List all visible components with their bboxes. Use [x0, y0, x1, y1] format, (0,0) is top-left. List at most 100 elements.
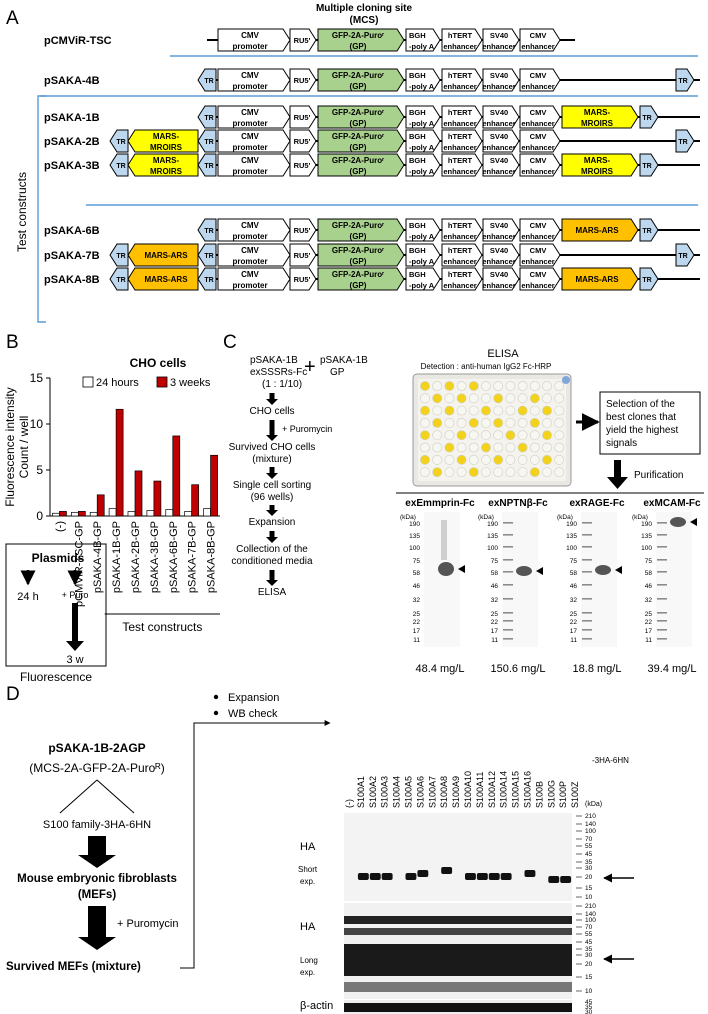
panel-c: C pSAKA-1B exSSSRs-Fc + pSAKA-1B GP (1 :… [223, 332, 704, 675]
well [517, 430, 528, 441]
kda-marker-label: 70 [585, 836, 593, 843]
element-label: enhancer [482, 167, 515, 176]
element-label: enhancer [443, 257, 476, 266]
sv40-element [482, 129, 520, 153]
element-label: enhancer [521, 281, 554, 290]
marker-label: 58 [413, 570, 421, 577]
cmv-enhancer-element [519, 129, 561, 153]
element-label: RU5' [294, 226, 311, 235]
element-label: SV40 [490, 270, 508, 279]
element-label: TR [642, 277, 651, 284]
well [493, 430, 504, 441]
legend-label: 24 hours [96, 377, 139, 389]
bar-3w [191, 484, 200, 517]
ru5-element [289, 68, 317, 92]
mars-ars-element [127, 243, 199, 267]
kda-marker-label: 45 [585, 999, 593, 1006]
marker-label: 75 [491, 558, 499, 565]
element-label: (GP) [350, 281, 367, 290]
marker-label: 32 [645, 597, 653, 604]
plus-sign: + [304, 356, 316, 378]
element-label: enhancer [482, 257, 515, 266]
well-positive [468, 417, 479, 428]
well [481, 381, 491, 391]
marker-label: 190 [641, 521, 652, 528]
element-label: CMV [241, 221, 259, 230]
lane-label: S100A4 [392, 776, 402, 808]
well-positive [456, 393, 467, 404]
well-positive [481, 405, 491, 416]
yield-label: 48.4 mg/L [416, 663, 465, 675]
flow-step: (96 wells) [251, 492, 294, 503]
ru5-element [289, 105, 317, 129]
element-label: -poly A [409, 119, 435, 128]
band-arrowhead-icon [536, 567, 543, 575]
kda-marker-label: 45 [585, 939, 593, 946]
marker-label: 75 [645, 558, 653, 565]
element-label: enhancer [482, 281, 515, 290]
arrow-shaft [614, 460, 621, 478]
element-label: (GP) [350, 232, 367, 241]
element-label: RU5' [294, 113, 311, 122]
ladder-band [503, 638, 513, 640]
purification-label: Purification [634, 470, 683, 481]
cells-abbr: (MEFs) [78, 889, 117, 901]
htert-element [441, 129, 483, 153]
element-label: GFP-2A-Puroʳ [332, 246, 384, 255]
htert-element [441, 267, 483, 291]
ladder-band [503, 571, 513, 573]
marker-label: 11 [491, 637, 498, 644]
bar-24h [165, 509, 174, 517]
actin-band [344, 1003, 572, 1012]
element-label: CMV [530, 31, 547, 40]
kda-marker-label: 55 [585, 931, 593, 938]
element-label: enhancer [443, 42, 476, 51]
element-label: MARS- [584, 108, 611, 117]
lane-label: S100A15 [511, 771, 521, 808]
chart-title: CHO cells [130, 356, 187, 370]
ladder-band [503, 546, 513, 548]
flow-step: Survived CHO cells [229, 442, 316, 453]
gel-lane-area [656, 512, 692, 647]
well [554, 467, 565, 477]
gp-element [317, 153, 405, 177]
well [554, 393, 565, 404]
gel-lane-area [581, 512, 617, 647]
well [432, 405, 443, 416]
marker-label: 11 [570, 637, 577, 644]
test-constructs-bracket [37, 95, 46, 323]
ladder-band [657, 522, 667, 524]
element-label: hTERT [448, 132, 473, 141]
element-label: -poly A [409, 82, 435, 91]
bar-24h [203, 508, 211, 517]
element-label: (GP) [350, 257, 367, 266]
selection-line: Selection of the [606, 399, 675, 410]
element-label: CMV [241, 108, 259, 117]
cmv-promoter-element [217, 243, 291, 267]
bar-3w [59, 511, 67, 517]
ladder-band [503, 559, 513, 561]
arrow-icon [266, 399, 278, 405]
bgh-element [405, 243, 441, 267]
mix-left-1: pSAKA-1B [250, 355, 298, 366]
flow-step: Single cell sorting [233, 480, 311, 491]
well [517, 417, 528, 428]
well [554, 381, 565, 391]
time-24h: 24 h [17, 591, 38, 603]
flow-arrow [180, 720, 331, 969]
element-label: TR [204, 139, 213, 146]
lane-label: S100A5 [404, 776, 414, 808]
element-label: TR [642, 115, 651, 122]
time-3w: 3 w [66, 654, 83, 666]
element-label: MARS- [584, 156, 611, 165]
elisa-plate-image [412, 373, 572, 487]
gp-element [317, 28, 405, 52]
element-label: -poly A [409, 257, 435, 266]
lane-label: S100A6 [415, 776, 425, 808]
well [420, 393, 430, 404]
bar-24h [146, 510, 155, 517]
cmv-enhancer-element [519, 218, 561, 242]
arrow-shaft [269, 467, 275, 474]
